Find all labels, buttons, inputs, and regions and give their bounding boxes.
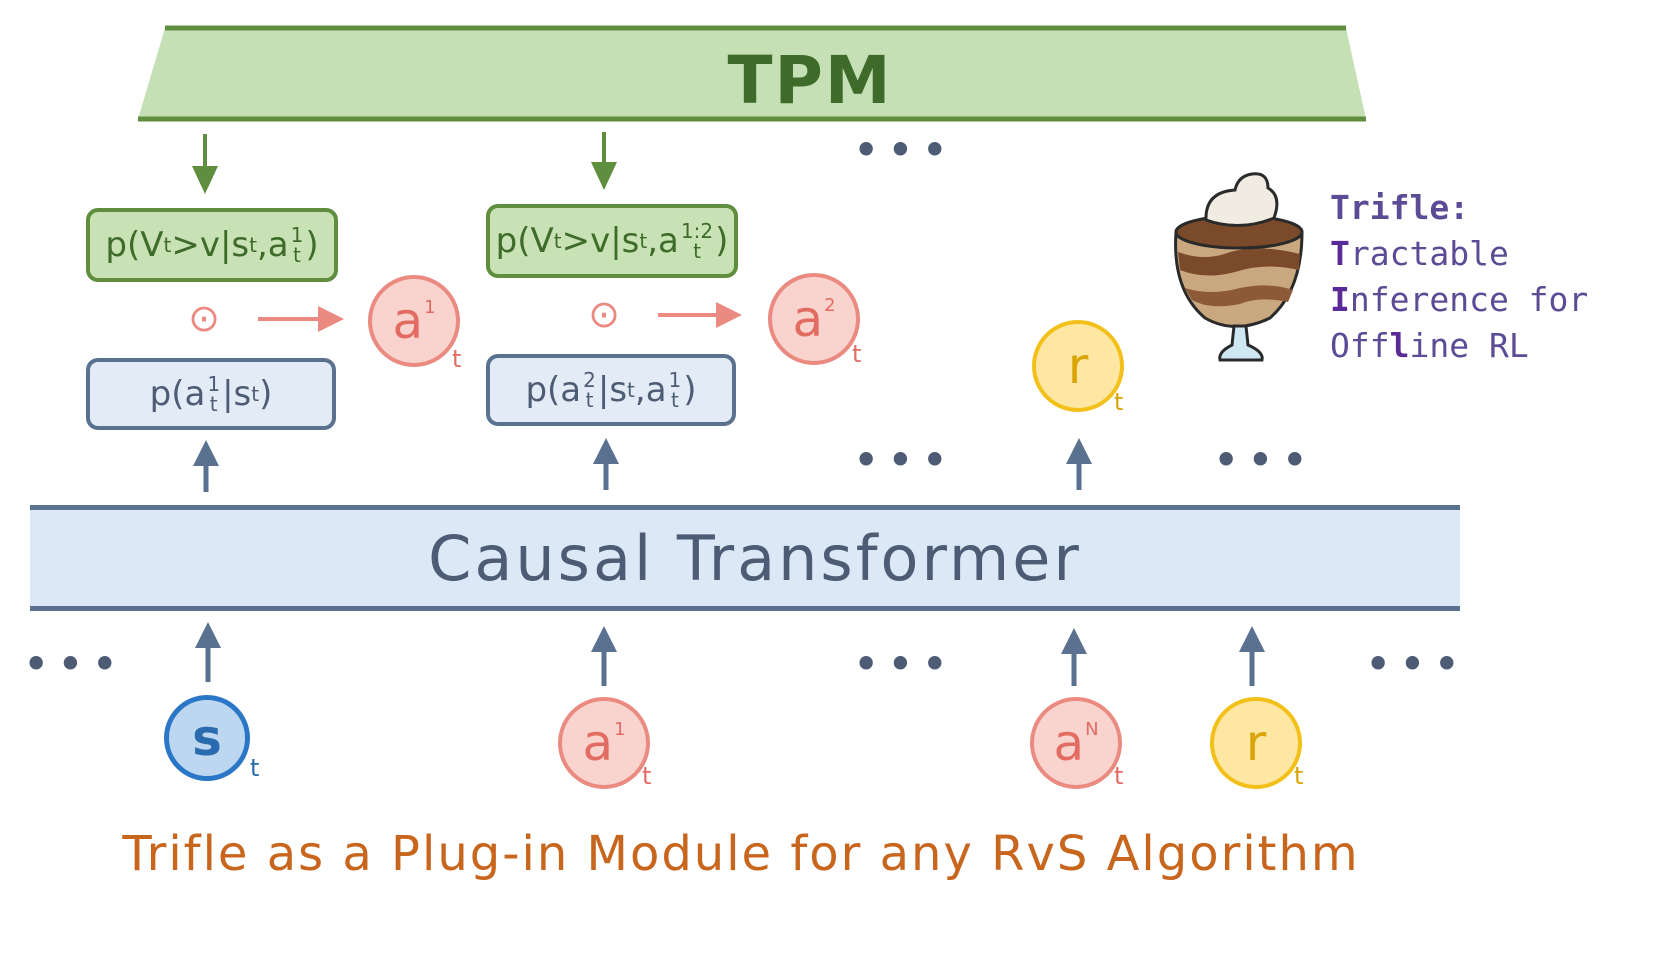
policy-prob-2-close: ) <box>683 370 697 410</box>
tpm-label: TPM <box>727 42 893 119</box>
value-prob-1-prefix: p(V <box>105 225 164 265</box>
policy-prob-2-t: t <box>627 378 635 402</box>
trifle-line-inference: Inference for <box>1330 277 1588 323</box>
value-prob-1-sup: 1 <box>290 223 304 247</box>
value-prob-2-sup: 1:2 <box>680 219 714 243</box>
input-token-s-sub: t <box>250 754 260 782</box>
trifle-dessert-icon <box>1174 172 1304 362</box>
policy-prob-1-t: t <box>251 382 260 406</box>
output-token-a1-sub: t <box>452 345 462 373</box>
input-token-s: s <box>164 695 250 781</box>
trifle-acronym: Trifle: Tractable Inference for Offline … <box>1330 185 1588 369</box>
tpm-arrowhead-1 <box>192 166 218 194</box>
output-token-r-letter: r <box>1067 337 1089 395</box>
up-arrowhead-in-3 <box>1061 628 1087 654</box>
value-prob-1-close: ) <box>305 225 319 265</box>
policy-prob-1-mid: |s <box>222 374 252 414</box>
tpm-trapezoid <box>138 28 1366 119</box>
up-arrowhead-out-2 <box>593 438 619 464</box>
policy-prob-1-open: p(a <box>149 374 206 414</box>
trifle-hl-t: T <box>1330 234 1350 273</box>
input-token-s-letter: s <box>192 709 222 767</box>
policy-prob-2-mid: |s <box>597 370 628 410</box>
ellipsis-top: ••• <box>854 128 957 172</box>
causal-transformer-label: Causal Transformer <box>428 521 1082 595</box>
trifle-title: Trifle: <box>1330 188 1470 227</box>
input-token-aN-sup: N <box>1085 718 1099 740</box>
policy-prob-2-sub2: t <box>670 388 679 412</box>
output-token-r: r <box>1032 320 1124 412</box>
policy-prob-2-comma: ,a <box>634 370 667 410</box>
ellipsis-bottom-2: ••• <box>854 642 957 686</box>
input-token-a1-letter: a <box>582 714 614 772</box>
trifle-pre-o: Off <box>1330 326 1390 365</box>
policy-prob-1-close: ) <box>259 374 273 414</box>
ellipsis-mid-2: ••• <box>1214 438 1317 482</box>
output-token-r-sub: t <box>1114 388 1124 416</box>
trifle-line-tractable: Tractable <box>1330 231 1588 277</box>
trifle-hl-i: I <box>1330 280 1350 319</box>
value-prob-2-comma: ,a <box>647 221 679 261</box>
causal-transformer-block: Causal Transformer <box>30 505 1460 611</box>
trifle-rest-o: ine RL <box>1409 326 1529 365</box>
up-arrowhead-in-1 <box>195 622 221 648</box>
output-token-a2-sup: 2 <box>824 294 836 316</box>
trifle-line-offline: Offline RL <box>1330 323 1588 369</box>
odot-operator-1: ⊙ <box>188 296 220 340</box>
tpm-arrowhead-2 <box>591 162 617 190</box>
value-prob-2-mid: >v|s <box>561 221 640 261</box>
output-token-a1-sup: 1 <box>424 296 436 318</box>
figure-caption: Trifle as a Plug-in Module for any RvS A… <box>122 826 1360 882</box>
ellipsis-mid-1: ••• <box>854 438 957 482</box>
up-arrowhead-in-2 <box>591 626 617 652</box>
output-token-a2-sub: t <box>852 340 862 368</box>
ellipsis-bottom-3: ••• <box>1366 642 1469 686</box>
input-token-r-sub: t <box>1294 762 1304 790</box>
input-token-a1-sub: t <box>642 762 652 790</box>
up-arrowhead-out-1 <box>193 440 219 466</box>
value-prob-2-t: t <box>553 229 562 253</box>
trifle-hl-l: l <box>1389 326 1410 365</box>
value-prob-1-t2: t <box>249 233 257 257</box>
value-prob-1-mid: >v|s <box>171 225 250 265</box>
red-arrowhead-2 <box>716 302 742 328</box>
policy-prob-2-sup: 2 <box>583 368 596 392</box>
value-prob-2-prefix: p(V <box>495 221 554 261</box>
value-prob-1-t: t <box>163 233 172 257</box>
up-arrowhead-out-3 <box>1066 438 1092 464</box>
input-token-aN-sub: t <box>1114 762 1124 790</box>
odot-operator-2: ⊙ <box>588 292 620 336</box>
policy-prob-2-sup2: 1 <box>668 368 682 392</box>
policy-prob-1-sup: 1 <box>207 372 221 396</box>
value-prob-1-sub: t <box>293 243 301 267</box>
value-prob-2-t2: t <box>639 229 648 253</box>
policy-prob-2-open: p(a <box>525 370 582 410</box>
output-token-a1-letter: a <box>392 292 424 350</box>
input-token-r: r <box>1210 697 1302 789</box>
value-prob-1-comma: ,a <box>256 225 289 265</box>
output-token-a2-letter: a <box>792 290 824 348</box>
input-token-r-letter: r <box>1245 714 1267 772</box>
policy-prob-2-sub: t <box>585 388 594 412</box>
up-arrowhead-in-4 <box>1239 626 1265 652</box>
ellipsis-bottom-1: ••• <box>24 642 127 686</box>
trifle-rest-i: nference for <box>1349 280 1589 319</box>
value-prob-2-close: ) <box>715 221 729 261</box>
value-prob-2-sub: t <box>693 239 701 263</box>
red-arrowhead-1 <box>318 306 344 332</box>
policy-prob-1-sub: t <box>209 392 218 416</box>
trifle-rest-t: ractable <box>1349 234 1509 273</box>
input-token-aN-letter: a <box>1053 714 1085 772</box>
input-token-a1-sup: 1 <box>614 718 626 740</box>
